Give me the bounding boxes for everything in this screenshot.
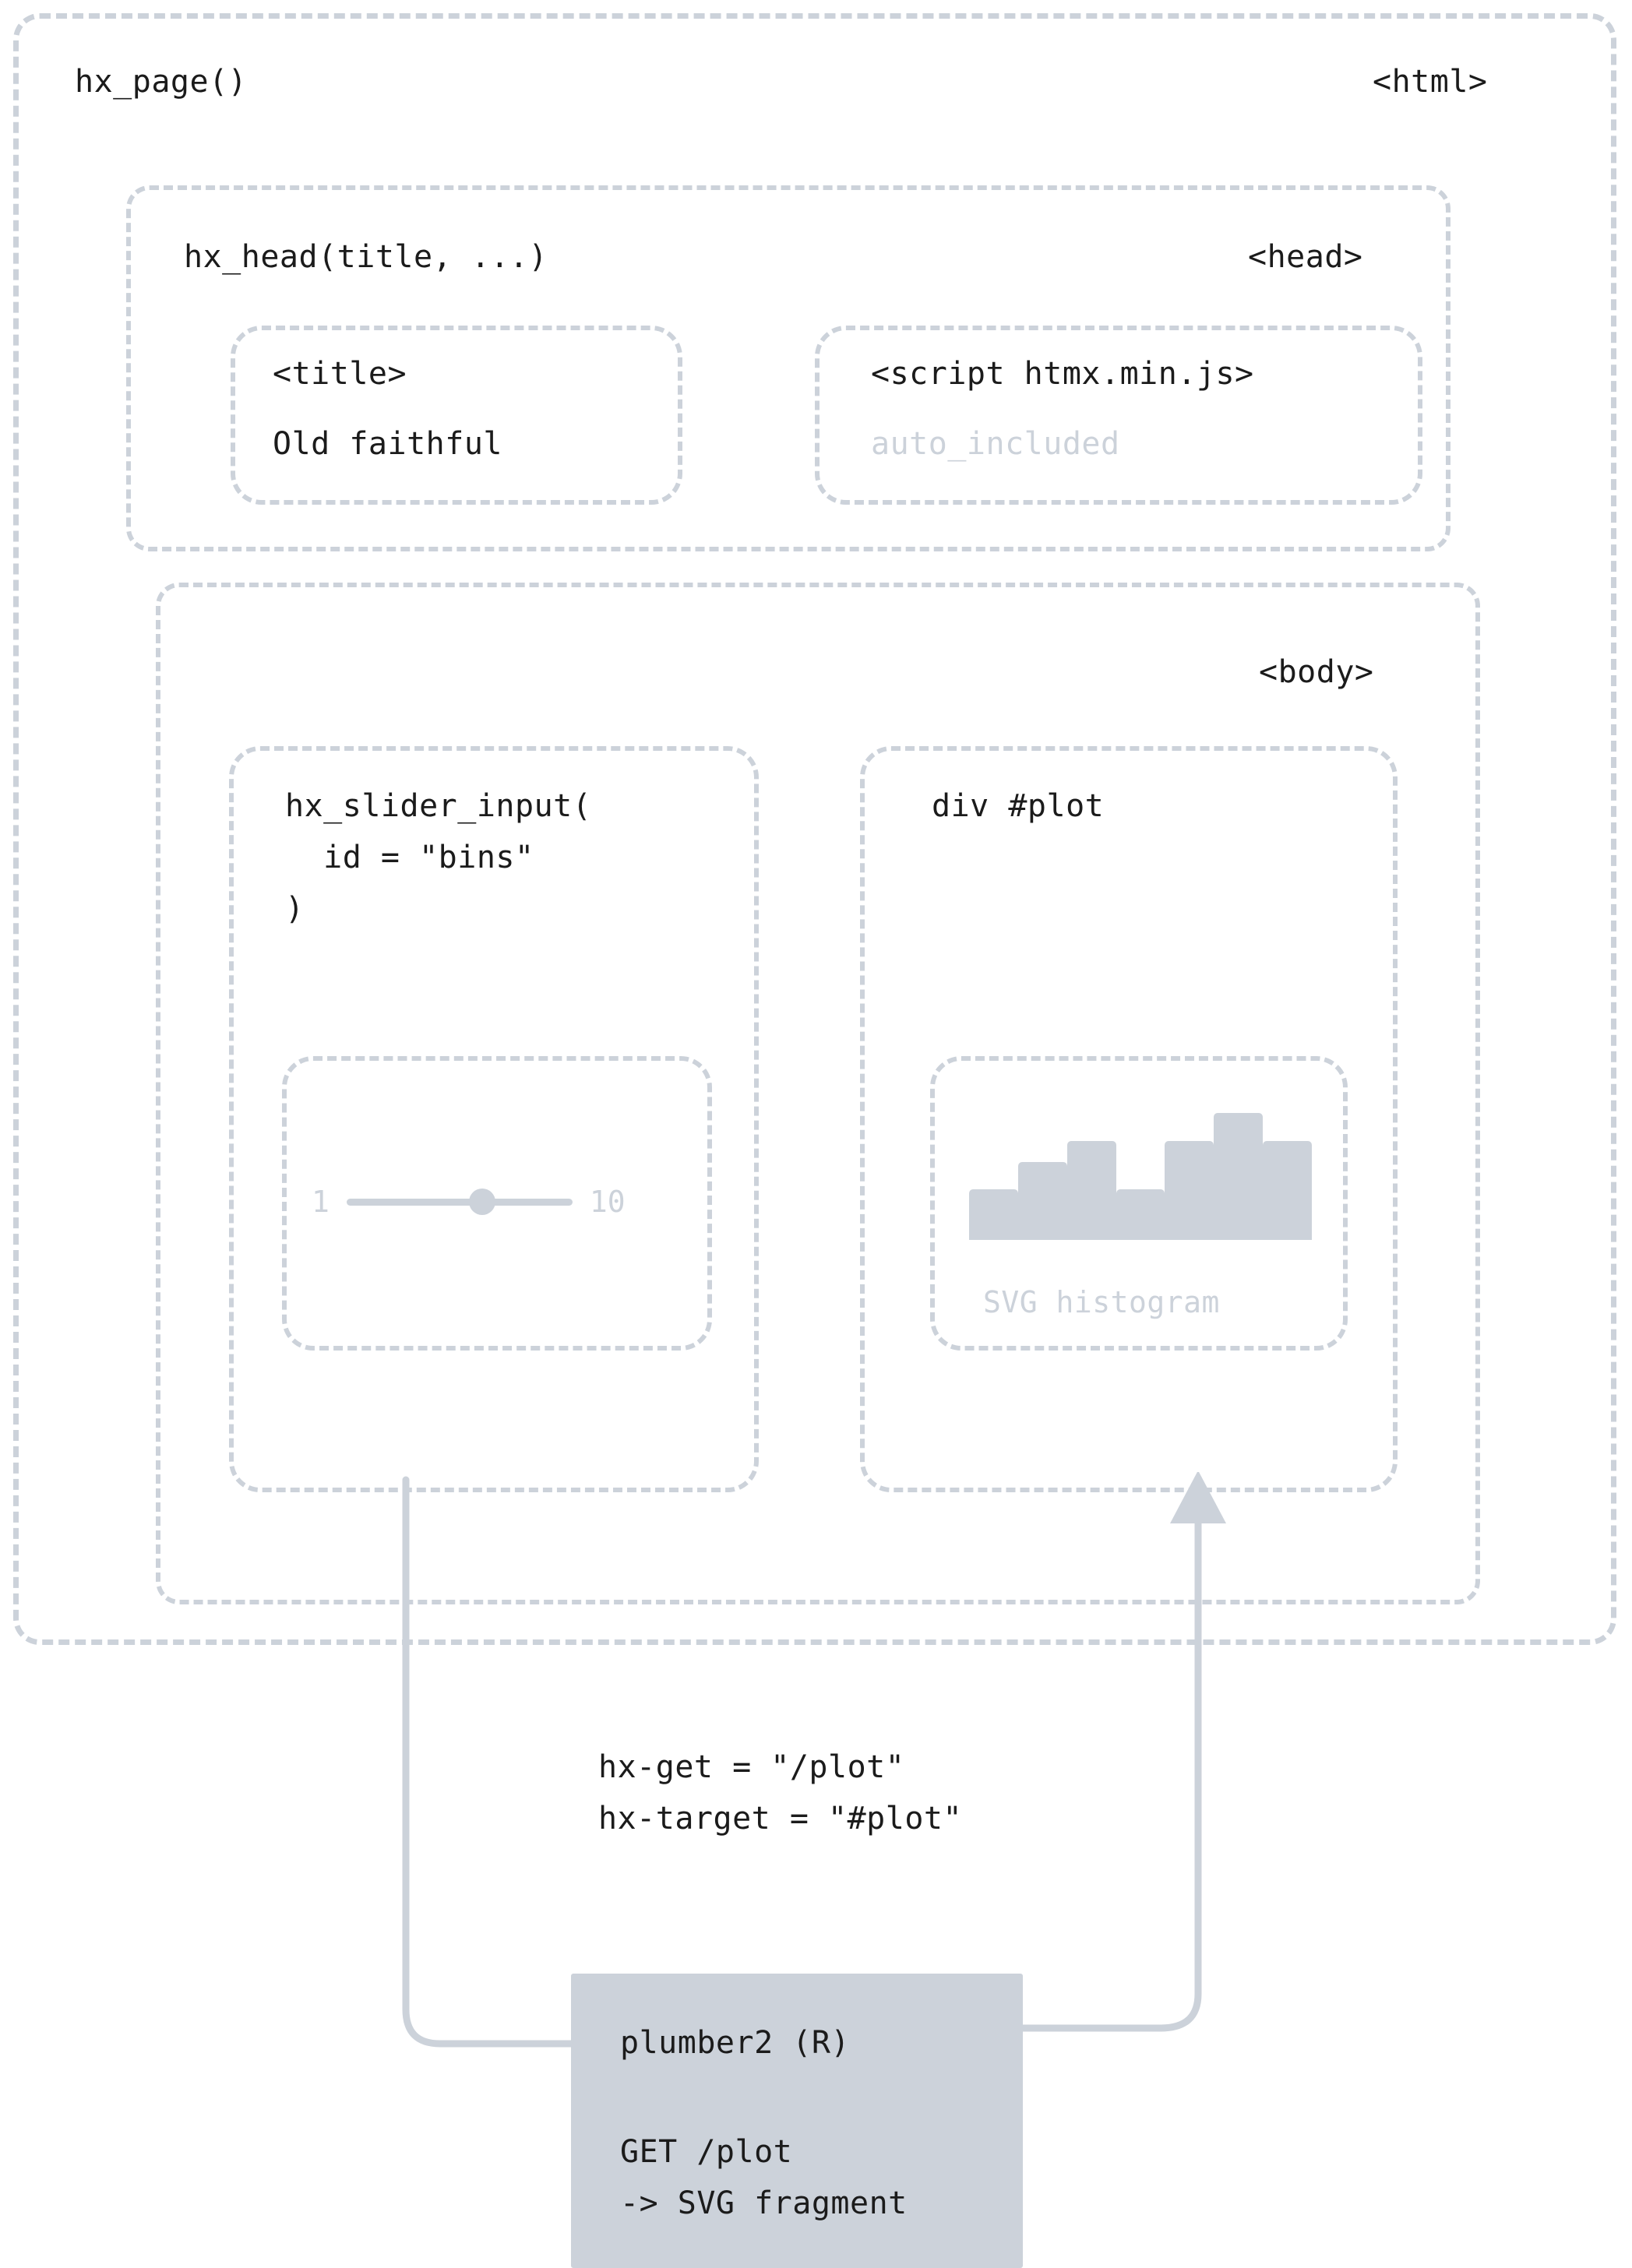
histogram-bar xyxy=(969,1189,1018,1240)
script-tag-label: <script htmx.min.js> xyxy=(871,356,1254,392)
histogram-bar xyxy=(1116,1189,1165,1240)
plot-component-box xyxy=(860,746,1398,1492)
slider-component-line-1: hx_slider_input( xyxy=(285,788,592,824)
histogram-caption: SVG histogram xyxy=(983,1285,1220,1319)
histogram-bar xyxy=(1165,1140,1214,1240)
title-tag-label: <title> xyxy=(273,356,407,392)
plot-component-label: div #plot xyxy=(932,788,1105,824)
plot-widget-box xyxy=(930,1056,1348,1351)
auto-included-note: auto_included xyxy=(871,426,1120,462)
html-box xyxy=(13,13,1616,1645)
hx-page-label: hx_page() xyxy=(75,64,248,100)
plumber-response-label: -> SVG fragment xyxy=(620,2185,908,2221)
html-tag-label: <html> xyxy=(1373,64,1488,100)
plumber-title-label: plumber2 (R) xyxy=(620,2025,850,2061)
head-box xyxy=(126,185,1450,551)
histogram-bar xyxy=(1214,1112,1264,1240)
hx-target-attribute-label: hx-target = "#plot" xyxy=(598,1801,963,1837)
slider-max-label: 10 xyxy=(589,1185,626,1219)
title-box xyxy=(231,326,682,505)
histogram-bar xyxy=(1263,1140,1312,1240)
body-box xyxy=(156,583,1480,1604)
histogram-bar xyxy=(1017,1162,1067,1240)
body-tag-label: <body> xyxy=(1259,654,1374,690)
hx-head-label: hx_head(title, ...) xyxy=(184,239,548,275)
slider-thumb[interactable] xyxy=(468,1189,495,1215)
histogram-bars xyxy=(969,1106,1312,1240)
slider-control[interactable]: 1 10 xyxy=(312,1187,626,1217)
slider-min-label: 1 xyxy=(312,1185,330,1219)
plumber-route-label: GET /plot xyxy=(620,2134,793,2170)
slider-component-line-2: id = "bins" xyxy=(285,840,534,875)
slider-component-line-3: ) xyxy=(285,891,305,927)
title-value-label: Old faithful xyxy=(273,426,502,462)
slider-track[interactable] xyxy=(346,1189,573,1215)
hx-get-attribute-label: hx-get = "/plot" xyxy=(598,1749,905,1785)
slider-widget-box xyxy=(282,1056,712,1351)
histogram-bar xyxy=(1066,1140,1116,1240)
head-tag-label: <head> xyxy=(1248,239,1363,275)
script-box xyxy=(815,326,1422,505)
plumber-server-box xyxy=(571,1974,1023,2268)
